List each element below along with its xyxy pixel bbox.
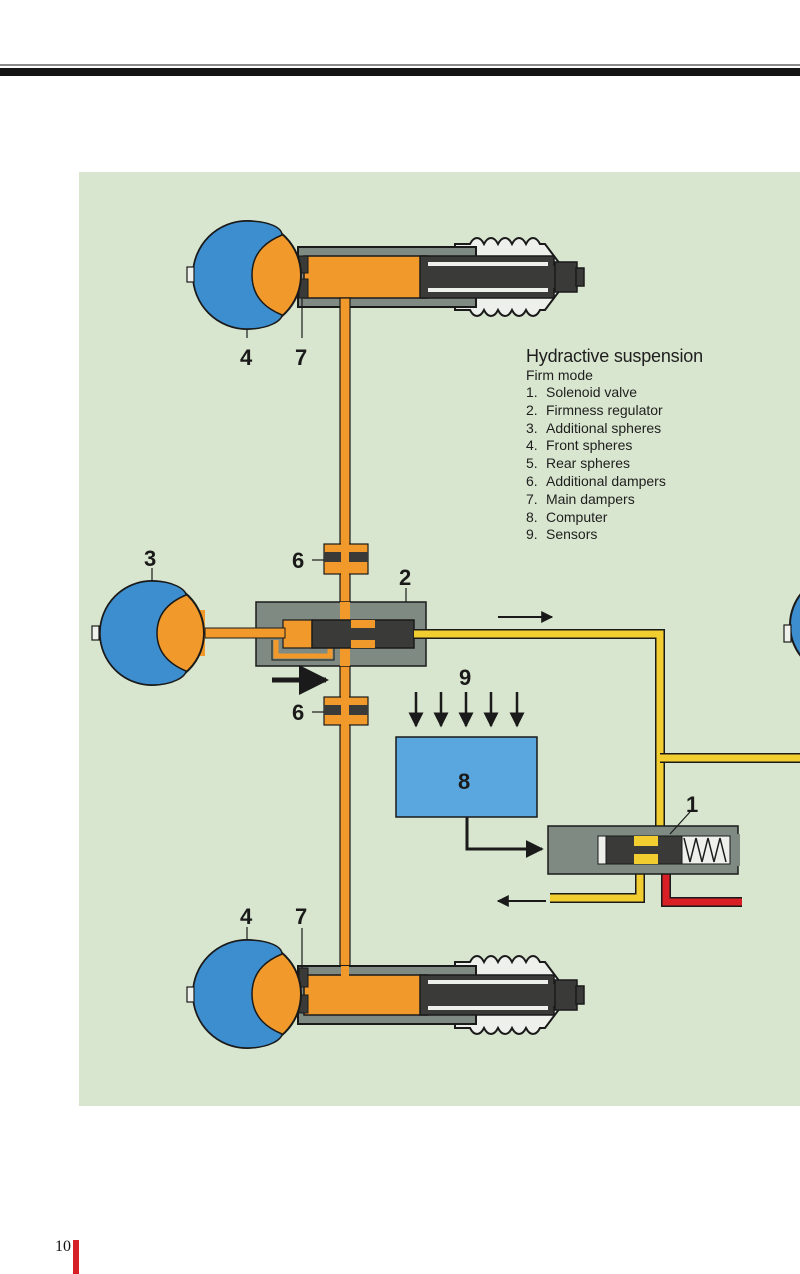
page-number: 10 (55, 1238, 71, 1255)
sphere-cap-additional (91, 625, 100, 641)
label-1: 1 (686, 792, 698, 817)
label-4-bottom: 4 (240, 904, 253, 929)
top-rule-thin (0, 64, 800, 66)
sphere-cap-top (186, 266, 195, 283)
sphere-gas-top (192, 220, 283, 330)
legend-item: 8.Computer (526, 508, 608, 525)
legend: Hydractive suspension Firm mode 1.Soleno… (526, 345, 703, 544)
sphere-cap-bottom (186, 986, 195, 1003)
label-2: 2 (399, 565, 411, 590)
piston-rod-end-top (554, 261, 578, 293)
label-7-top: 7 (295, 345, 307, 370)
front-strut-bottom (186, 939, 585, 1049)
label-3: 3 (144, 546, 156, 571)
additional-damper-lower (323, 694, 369, 728)
label-8: 8 (458, 769, 470, 794)
legend-item: 4.Front spheres (526, 437, 633, 454)
computer-box (395, 736, 538, 818)
fluid-chamber-top (303, 255, 429, 299)
label-6-lower: 6 (292, 700, 304, 725)
sensor-arrows (408, 692, 525, 728)
additional-sphere-assembly (91, 580, 286, 686)
label-4-top: 4 (240, 345, 253, 370)
solenoid-valve (547, 811, 740, 875)
firmness-regulator (255, 601, 427, 667)
legend-item: 2.Firmness regulator (526, 401, 663, 418)
leader-lines (151, 298, 407, 968)
legend-item: 3.Additional spheres (526, 419, 662, 436)
legend-item: 5.Rear spheres (526, 455, 631, 472)
page-accent-bar (73, 1240, 79, 1274)
additional-damper-upper (323, 541, 369, 577)
label-9: 9 (459, 665, 471, 690)
top-rule (0, 68, 800, 76)
computer-signal-line (465, 817, 544, 858)
legend-title: Hydractive suspension (526, 346, 703, 366)
legend-item: 1.Solenoid valve (526, 384, 638, 400)
legend-item: 7.Main dampers (526, 490, 635, 507)
front-strut-top (186, 220, 585, 330)
rear-sphere-partial (783, 593, 800, 657)
label-6-upper: 6 (292, 548, 304, 573)
legend-item: 9.Sensors (526, 526, 598, 543)
legend-list: 1.Solenoid valve 2.Firmness regulator 3.… (526, 384, 703, 544)
label-7-bottom: 7 (295, 904, 307, 929)
legend-item: 6.Additional dampers (526, 472, 666, 489)
legend-subtitle: Firm mode (526, 367, 593, 383)
